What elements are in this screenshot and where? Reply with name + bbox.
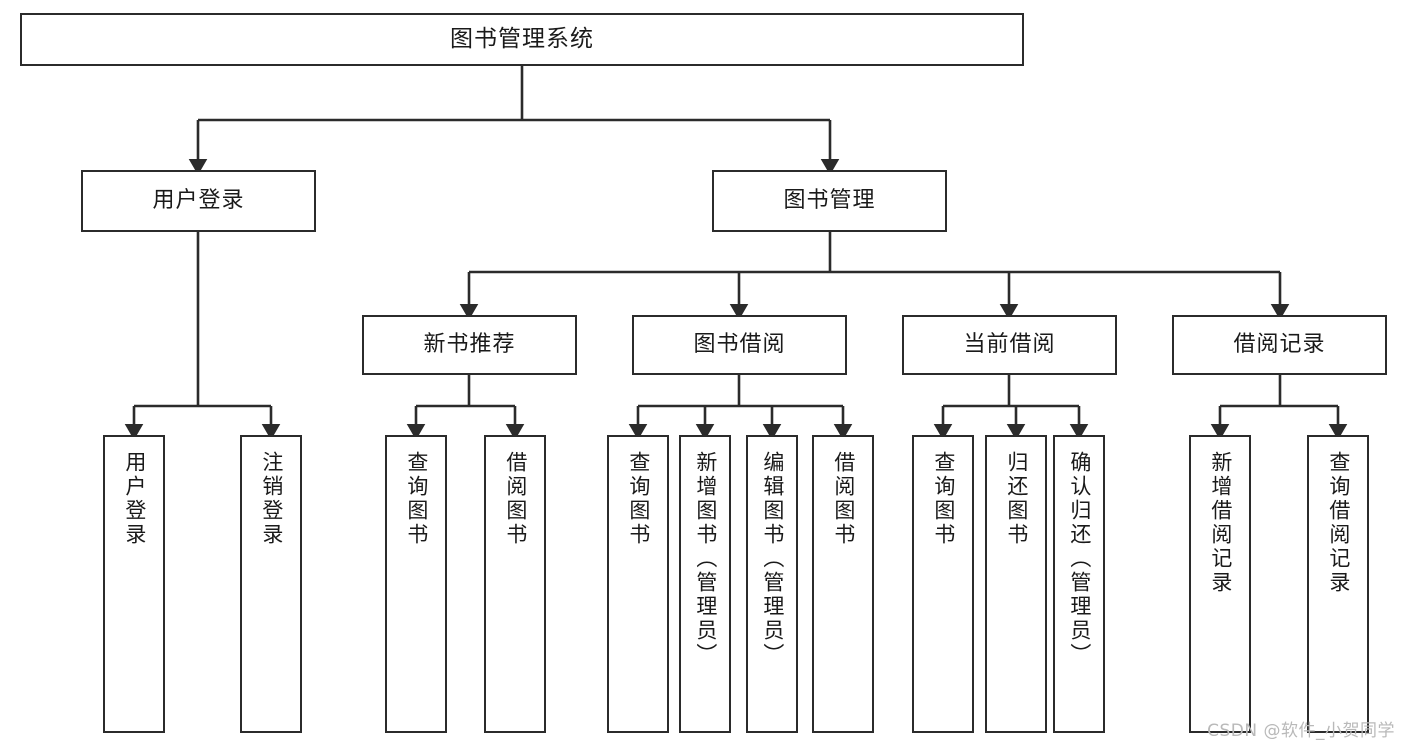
node-root-label: 图书管理系统	[450, 25, 594, 52]
node-leaf-query-book-2-label: 查询图书	[626, 451, 651, 547]
node-leaf-confirm-return-label: 确认归还（管理员）	[1067, 451, 1092, 667]
node-borrow-record[interactable]: 借阅记录	[1172, 315, 1387, 375]
node-leaf-query-book-3-label: 查询图书	[931, 451, 956, 547]
node-leaf-user-login-label: 用户登录	[122, 451, 147, 547]
node-leaf-return-book-label: 归还图书	[1004, 451, 1029, 547]
node-leaf-add-record[interactable]: 新增借阅记录	[1189, 435, 1251, 733]
node-new-book-rec-label: 新书推荐	[423, 331, 516, 357]
node-leaf-borrow-book-1-label: 借阅图书	[503, 451, 528, 547]
node-leaf-edit-book-label: 编辑图书（管理员）	[760, 451, 785, 667]
node-leaf-logout[interactable]: 注销登录	[240, 435, 302, 733]
node-leaf-user-login[interactable]: 用户登录	[103, 435, 165, 733]
node-book-borrow-label: 图书借阅	[693, 331, 786, 357]
node-leaf-query-book-3[interactable]: 查询图书	[912, 435, 974, 733]
node-leaf-query-record-label: 查询借阅记录	[1326, 451, 1351, 595]
node-user-login[interactable]: 用户登录	[81, 170, 316, 232]
node-user-login-label: 用户登录	[152, 187, 245, 213]
node-leaf-borrow-book-2-label: 借阅图书	[831, 451, 856, 547]
watermark-text: CSDN @软件_小贺同学	[1207, 721, 1395, 741]
node-current-borrow[interactable]: 当前借阅	[902, 315, 1117, 375]
node-leaf-query-record[interactable]: 查询借阅记录	[1307, 435, 1369, 733]
node-leaf-borrow-book-2[interactable]: 借阅图书	[812, 435, 874, 733]
node-leaf-add-book-label: 新增图书（管理员）	[693, 451, 718, 667]
node-leaf-add-book[interactable]: 新增图书（管理员）	[679, 435, 731, 733]
node-root[interactable]: 图书管理系统	[20, 13, 1024, 66]
node-borrow-record-label: 借阅记录	[1233, 331, 1326, 357]
node-leaf-borrow-book-1[interactable]: 借阅图书	[484, 435, 546, 733]
node-book-borrow[interactable]: 图书借阅	[632, 315, 847, 375]
node-leaf-logout-label: 注销登录	[259, 451, 284, 547]
node-leaf-add-record-label: 新增借阅记录	[1208, 451, 1233, 595]
node-leaf-query-book-2[interactable]: 查询图书	[607, 435, 669, 733]
node-leaf-query-book-1[interactable]: 查询图书	[385, 435, 447, 733]
node-leaf-edit-book[interactable]: 编辑图书（管理员）	[746, 435, 798, 733]
node-book-manage[interactable]: 图书管理	[712, 170, 947, 232]
node-current-borrow-label: 当前借阅	[963, 331, 1056, 357]
node-book-manage-label: 图书管理	[783, 187, 876, 213]
node-leaf-confirm-return[interactable]: 确认归还（管理员）	[1053, 435, 1105, 733]
node-new-book-rec[interactable]: 新书推荐	[362, 315, 577, 375]
node-leaf-query-book-1-label: 查询图书	[404, 451, 429, 547]
node-leaf-return-book[interactable]: 归还图书	[985, 435, 1047, 733]
